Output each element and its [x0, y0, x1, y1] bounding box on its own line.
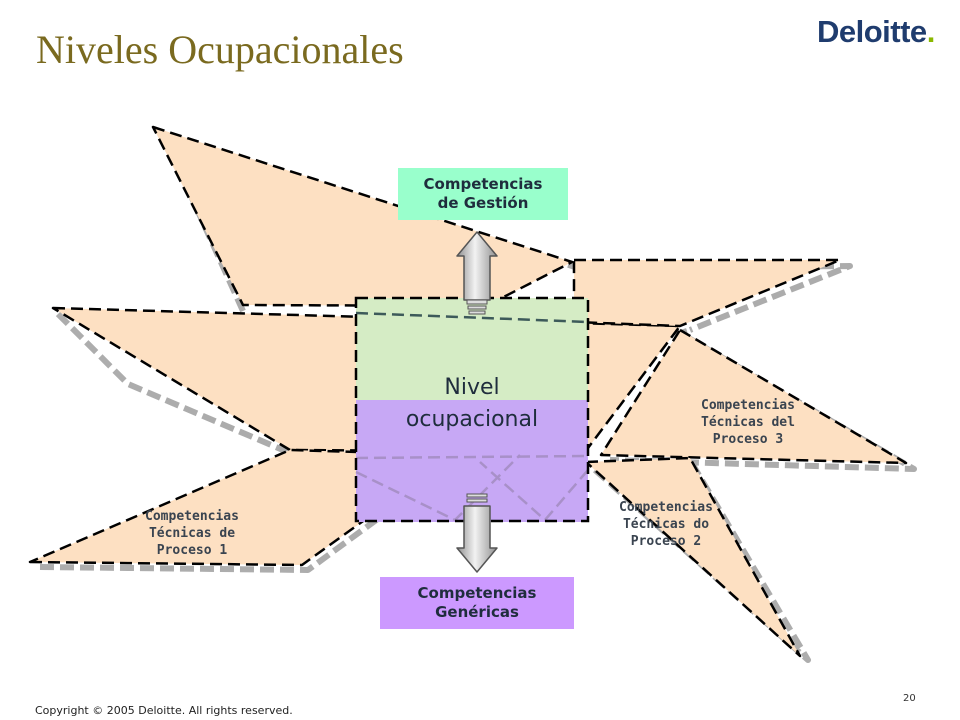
gestion-line1: Competencias — [423, 174, 543, 193]
competencias-gestion-box: Competencias de Gestión — [398, 168, 568, 220]
proceso2-line2: Técnicas do — [622, 516, 710, 532]
proceso3-line3: Proceso 3 — [712, 431, 784, 447]
nivel-line1: Nivel — [444, 375, 500, 400]
shape-right-tri — [599, 328, 908, 465]
page-title: Niveles Ocupacionales — [36, 27, 404, 72]
shape-bottom-right — [584, 456, 802, 658]
proceso1-line1: Competencias — [145, 509, 239, 524]
proceso3-line1: Competencias — [701, 398, 795, 413]
shape-right-quad — [572, 258, 842, 328]
proceso1-line2: Técnicas de — [148, 525, 236, 541]
arrow-up-icon — [456, 231, 498, 315]
proceso1-line3: Proceso 1 — [156, 542, 228, 558]
page-number: 20 — [903, 693, 916, 704]
deloitte-logo: Deloitte. — [817, 14, 935, 50]
label-proceso-2: Competencias Técnicas do Proceso 2 — [580, 500, 752, 551]
nivel-ocupacional-label: Nivel ocupacional — [356, 372, 588, 436]
logo-text: Deloitte — [817, 14, 927, 49]
label-proceso-3: Competencias Técnicas del Proceso 3 — [662, 398, 834, 449]
gestion-line2: de Gestión — [437, 194, 529, 212]
proceso2-line1: Competencias — [619, 500, 713, 515]
proceso3-line2: Técnicas del — [701, 414, 795, 430]
copyright-text: Copyright © 2005 Deloitte. All rights re… — [35, 704, 293, 717]
proceso2-line3: Proceso 2 — [630, 533, 702, 549]
logo-dot: . — [926, 14, 936, 49]
competencias-genericas-box: Competencias Genéricas — [380, 577, 574, 629]
genericas-line2: Genéricas — [435, 603, 519, 621]
arrow-down-icon — [456, 493, 498, 573]
label-proceso-1: Competencias Técnicas de Proceso 1 — [108, 509, 276, 560]
nivel-line2: ocupacional — [405, 406, 539, 432]
nivel-inner-line — [355, 311, 589, 324]
genericas-line1: Competencias — [417, 583, 537, 602]
